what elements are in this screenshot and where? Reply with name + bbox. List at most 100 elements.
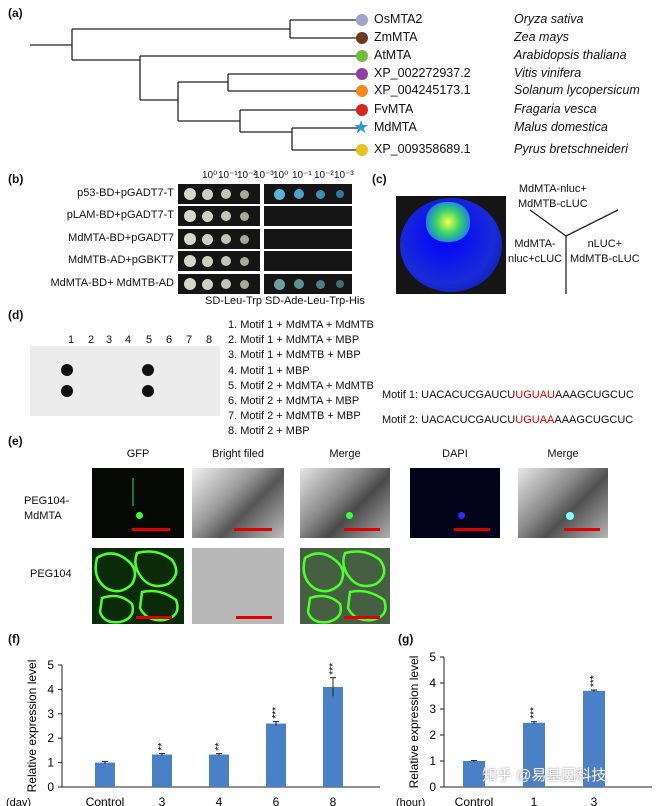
gene-label: XP_009358689.1 [374, 142, 471, 156]
dilution-label: 10⁻³ [254, 170, 274, 181]
dilution-label: 10⁻¹ [218, 170, 238, 181]
sd-ade-leu-trp-his-plate-row [264, 251, 352, 271]
medium-label-sd-ade-leu-trp-his: SD-Ade-Leu-Trp-His [265, 295, 365, 307]
bar [323, 686, 343, 787]
lane-number: 8 [206, 334, 213, 346]
x-tick-label: 6 [273, 795, 280, 806]
row-label-peg104: PEG104 [30, 568, 72, 580]
significance-label: *** [271, 707, 282, 719]
x-tick-label: Control [455, 795, 494, 806]
species-label: Malus domestica [514, 120, 608, 134]
row-label-peg104-mdmta: PEG104- MdMTA [24, 495, 70, 522]
x-unit-label: (day) [6, 797, 31, 806]
lane-number: 6 [166, 334, 173, 346]
merge-image-mdmta [300, 468, 390, 538]
species-label: Fragaria vesca [514, 102, 597, 116]
y-tick-label: 5 [47, 658, 54, 672]
sd-ade-leu-trp-his-plate-row [264, 229, 352, 249]
panel-label-g: (g) [398, 632, 414, 646]
y2h-row-label: pLAM-BD+pGADT7-T [66, 209, 174, 221]
emsa-legend-item: 6. Motif 2 + MdMTA + MBP [228, 395, 360, 407]
species-label: Pyrus bretschneideri [514, 142, 628, 156]
luc-sector-lines [529, 209, 619, 294]
dilution-label: 10⁻³ [334, 170, 354, 181]
gene-label: XP_002272937.2 [374, 66, 471, 80]
lane-number: 1 [68, 334, 75, 346]
y-tick-label: 3 [47, 707, 54, 721]
motif-1-sequence: Motif 1: UACACUCGAUCUUGUAUAAAGCUGCUC [382, 389, 634, 401]
x-tick-label: 3 [159, 795, 166, 806]
emsa-legend-item: 2. Motif 1 + MdMTA + MBP [228, 334, 360, 347]
gfp-image-peg104 [92, 548, 184, 624]
y-tick-label: 5 [429, 650, 436, 664]
merge-dapi-image-mdmta [518, 468, 608, 538]
star-marker-icon: ★ [353, 117, 370, 137]
leaf-marker-dot [356, 85, 368, 97]
significance-label: ** [214, 743, 225, 751]
leaf-marker-dot [356, 68, 368, 80]
significance-label: ** [157, 743, 168, 751]
dilution-label: 10⁻² [314, 170, 334, 181]
sd-ade-leu-trp-his-plate-row [264, 274, 352, 294]
bar [583, 690, 605, 787]
sd-leu-trp-plate-row [178, 251, 260, 271]
leaf-marker-dot [356, 104, 368, 116]
y-axis-label: Relative expression level [407, 656, 421, 789]
x-tick-label: Control [86, 795, 125, 806]
emsa-legend-item: 7. Motif 2 + MdMTB + MBP [228, 410, 361, 423]
species-label: Solanum lycopersicum [514, 83, 640, 97]
y2h-row-label: MdMTA-BD+ MdMTB-AD [50, 277, 174, 289]
motif-2-sequence: Motif 2: UACACUCGAUCUUGUAAAAAGCUGCUC [382, 414, 634, 426]
emsa-legend-item: 3. Motif 1 + MdMTB + MBP [228, 349, 361, 362]
y-tick-label: 2 [429, 728, 436, 742]
y-tick-label: 4 [429, 676, 436, 690]
sd-leu-trp-plate-row [178, 206, 260, 226]
species-label: Vitis vinifera [514, 66, 582, 80]
micro-column-label: Merge [329, 448, 361, 460]
bar [209, 754, 229, 787]
panel-label-c: (c) [372, 172, 387, 186]
medium-label-sd-leu-trp: SD-Leu-Trp [205, 295, 263, 307]
lane-number: 2 [88, 334, 95, 346]
y-tick-label: 0 [47, 780, 54, 794]
sd-ade-leu-trp-his-plate-row [264, 206, 352, 226]
gene-label: AtMTA [374, 48, 412, 62]
species-label: Oryza sativa [514, 12, 584, 26]
lane-number: 3 [106, 334, 113, 346]
micro-column-label: DAPI [442, 448, 468, 460]
gene-label: XP_004245173.1 [374, 83, 471, 97]
watermark: 知乎 @易基因科技 [482, 767, 607, 784]
x-tick-label: 3 [591, 795, 598, 806]
gfp-cell-outlines [94, 550, 179, 624]
lane-number: 5 [146, 334, 153, 346]
leaf-marker-dot [356, 144, 368, 156]
species-label: Zea mays [514, 30, 569, 44]
y-tick-label: 0 [429, 780, 436, 794]
y-axis-label: Relative expression level [25, 660, 39, 793]
y-tick-label: 2 [47, 731, 54, 745]
panel-label-b: (b) [8, 172, 24, 186]
emsa-legend-item: 4. Motif 1 + MBP [228, 364, 310, 377]
emsa-legend-item: 1. Motif 1 + MdMTA + MdMTB [228, 319, 374, 331]
micro-column-label: Merge [547, 448, 579, 460]
leaf-marker-dot [356, 50, 368, 62]
brightfield-image-mdmta [192, 468, 284, 538]
luciferase-image [396, 196, 506, 294]
sd-leu-trp-plate-row [178, 274, 260, 294]
bar [152, 754, 172, 787]
panel-label-f: (f) [8, 632, 20, 646]
micro-column-label: GFP [126, 448, 150, 460]
y-tick-label: 1 [47, 756, 54, 770]
sd-ade-leu-trp-his-plate-row [264, 184, 352, 204]
sd-leu-trp-plate-row [178, 229, 260, 249]
y-tick-label: 3 [429, 702, 436, 716]
dilution-label: 10⁻² [237, 170, 257, 181]
emsa-legend-item: 8. Motif 2 + MBP [228, 425, 310, 438]
significance-label: *** [589, 675, 600, 687]
leaf-marker-dot [356, 14, 368, 26]
y-tick-label: 1 [429, 754, 436, 768]
merge-image-peg104 [300, 548, 390, 624]
y2h-row-label: MdMTA-BD+pGADT7 [68, 232, 174, 244]
bar [95, 762, 115, 787]
